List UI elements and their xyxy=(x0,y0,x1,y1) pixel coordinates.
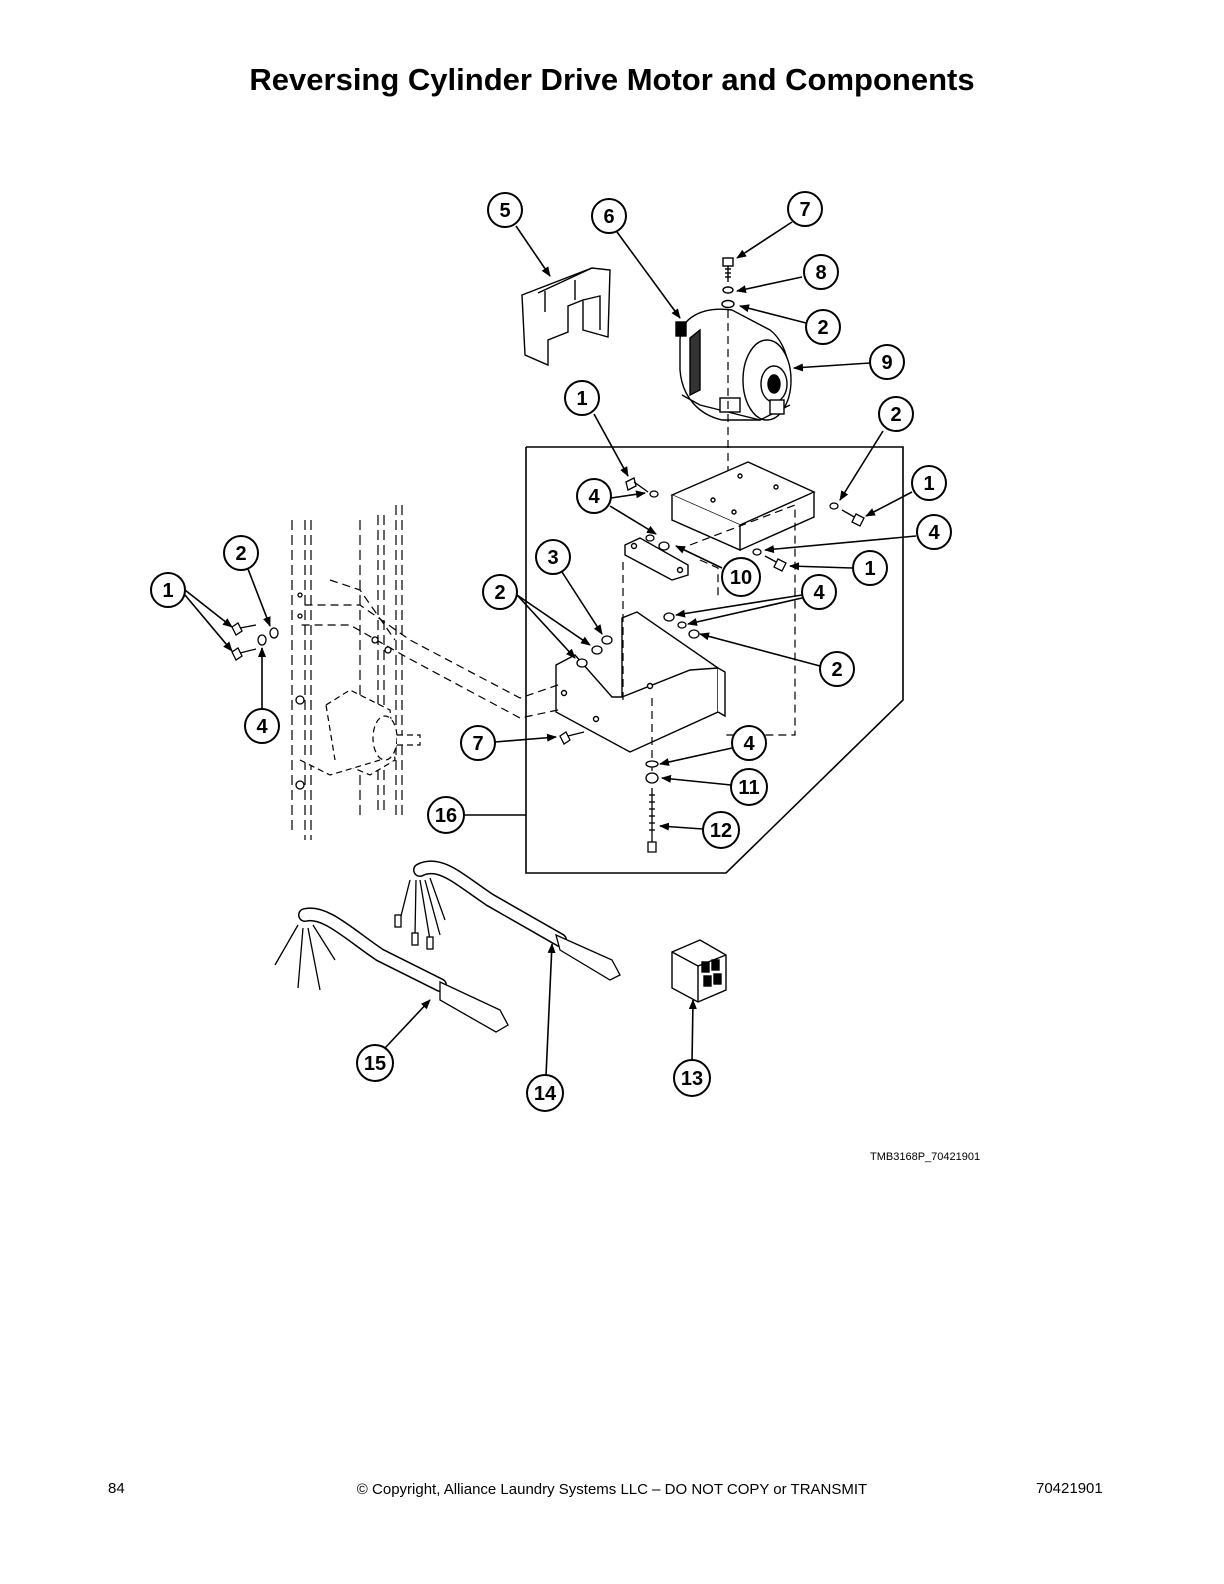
svg-text:2: 2 xyxy=(494,582,505,604)
callout-7-lower: 7 xyxy=(460,725,496,761)
main-mount-bracket xyxy=(555,611,726,753)
callout-15: 15 xyxy=(356,1044,394,1082)
callout-9: 9 xyxy=(869,344,905,380)
copyright-notice: © Copyright, Alliance Laundry Systems LL… xyxy=(356,1481,868,1498)
figure-id: TMB3168P_70421901 xyxy=(870,1151,981,1163)
callout-4-left: 4 xyxy=(244,708,280,744)
callout-3: 3 xyxy=(535,539,571,575)
svg-text:1: 1 xyxy=(864,558,875,580)
callout-6: 6 xyxy=(591,198,627,234)
document-number: 70421901 xyxy=(1036,1480,1103,1497)
svg-text:5: 5 xyxy=(499,200,510,222)
svg-text:7: 7 xyxy=(472,733,483,755)
callout-13: 13 xyxy=(673,1059,711,1097)
svg-text:1: 1 xyxy=(923,473,934,495)
svg-text:2: 2 xyxy=(817,317,828,339)
svg-text:9: 9 xyxy=(881,352,892,374)
callout-2-left-bracket: 2 xyxy=(482,574,518,610)
callout-2-motor: 2 xyxy=(805,309,841,345)
svg-text:2: 2 xyxy=(890,404,901,426)
callout-4-lower: 4 xyxy=(731,725,767,761)
callout-11: 11 xyxy=(730,768,768,806)
svg-text:6: 6 xyxy=(603,206,614,228)
svg-text:12: 12 xyxy=(710,820,732,842)
svg-text:2: 2 xyxy=(235,543,246,565)
callout-4-mid-right: 4 xyxy=(801,574,837,610)
svg-text:7: 7 xyxy=(799,199,810,221)
installed-motor-phantom xyxy=(299,689,421,776)
callout-12: 12 xyxy=(702,811,740,849)
callout-8: 8 xyxy=(803,254,839,290)
svg-text:11: 11 xyxy=(738,777,759,799)
assembly-frame xyxy=(525,446,904,874)
page-number: 84 xyxy=(108,1480,125,1497)
drive-motor-part xyxy=(675,308,792,421)
callout-1-lower-right: 1 xyxy=(852,550,888,586)
callout-4-upper: 4 xyxy=(576,478,612,514)
callout-5: 5 xyxy=(487,192,523,228)
callout-4-right: 4 xyxy=(916,514,952,550)
callout-2-mid-right: 2 xyxy=(819,651,855,687)
svg-text:4: 4 xyxy=(928,522,940,544)
callout-1-left: 1 xyxy=(150,572,186,608)
svg-text:1: 1 xyxy=(162,580,173,602)
svg-text:4: 4 xyxy=(256,716,268,738)
svg-text:4: 4 xyxy=(813,582,825,604)
upper-bracket xyxy=(670,461,816,552)
svg-text:14: 14 xyxy=(534,1083,557,1105)
callout-16: 16 xyxy=(427,796,465,834)
svg-text:8: 8 xyxy=(815,262,826,284)
hardware-items xyxy=(231,477,865,853)
page-title: Reversing Cylinder Drive Motor and Compo… xyxy=(249,62,975,97)
callout-14: 14 xyxy=(526,1074,564,1112)
svg-text:16: 16 xyxy=(435,805,457,827)
svg-text:1: 1 xyxy=(576,388,587,410)
svg-text:4: 4 xyxy=(588,486,600,508)
svg-text:4: 4 xyxy=(743,733,755,755)
wire-harness-14 xyxy=(394,860,621,981)
callout-7-top: 7 xyxy=(787,191,823,227)
svg-text:3: 3 xyxy=(547,547,558,569)
callouts: 5 6 7 8 2 9 1 2 4 1 4 1 3 10 2 4 xyxy=(150,191,952,1112)
callout-10: 10 xyxy=(721,557,761,597)
frame-rails xyxy=(291,505,403,840)
wire-harness-15 xyxy=(274,907,509,1033)
callout-2-left: 2 xyxy=(223,535,259,571)
svg-text:2: 2 xyxy=(831,659,842,681)
clip-bracket xyxy=(624,537,689,581)
callout-2-right: 2 xyxy=(878,396,914,432)
relay-part xyxy=(671,939,727,1003)
callout-1-top: 1 xyxy=(564,380,600,416)
svg-text:15: 15 xyxy=(364,1053,386,1075)
leader-lines xyxy=(184,221,917,1077)
belt-guard-part xyxy=(521,267,611,367)
callout-1-right: 1 xyxy=(911,465,947,501)
svg-text:10: 10 xyxy=(730,567,752,589)
svg-text:13: 13 xyxy=(681,1068,703,1090)
